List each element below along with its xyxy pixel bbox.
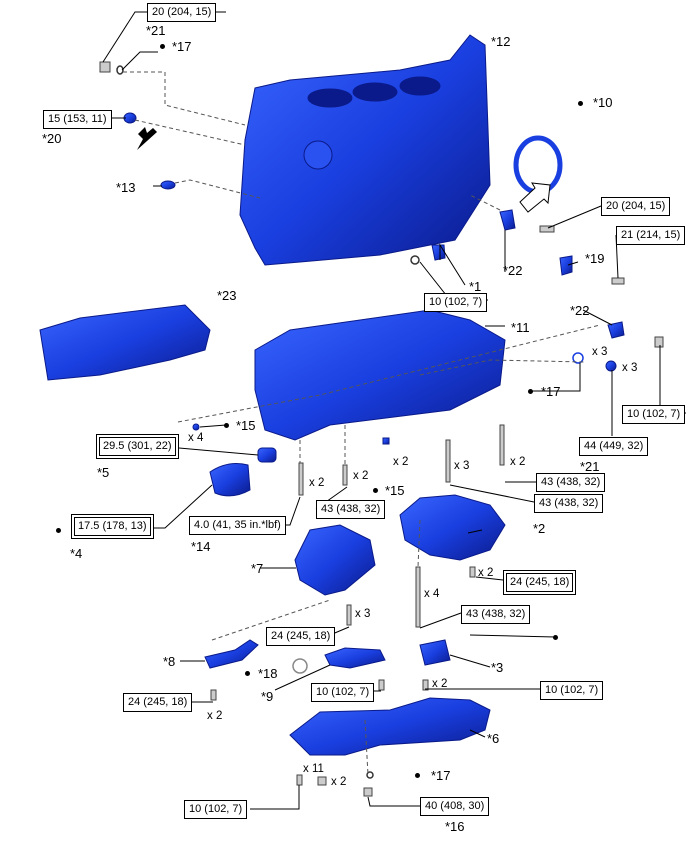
non-reusable-dot-icon — [56, 528, 61, 533]
quantity: x 2 — [393, 456, 409, 468]
callout: *9 — [261, 689, 274, 704]
crankcase — [254, 309, 506, 441]
oil-pan — [289, 697, 491, 756]
quantity: x 2 — [331, 776, 347, 788]
quantity: x 4 — [424, 588, 440, 600]
callout: *17 — [172, 39, 192, 54]
quantity: x 3 — [592, 346, 608, 358]
non-reusable-dot-icon — [553, 635, 558, 640]
callout: *22 — [503, 263, 523, 278]
torque-spec: 21 (214, 15) — [616, 226, 686, 245]
torque-spec-important: 29.5 (301, 22) — [96, 434, 179, 459]
callout: *15 — [236, 418, 256, 433]
quantity: x 4 — [188, 432, 204, 444]
torque-spec-text: 17.5 (178, 13) — [74, 517, 151, 536]
torque-spec: 10 (102, 7) — [311, 683, 375, 702]
callout: *3 — [491, 660, 504, 675]
callout: *23 — [217, 288, 237, 303]
torque-spec: 20 (204, 15) — [147, 3, 217, 22]
callout: *19 — [585, 251, 605, 266]
torque-spec: 10 (102, 7) — [424, 293, 488, 312]
quantity: x 2 — [309, 477, 325, 489]
quantity: x 3 — [454, 460, 470, 472]
callout: *8 — [163, 654, 176, 669]
torque-spec: 10 (102, 7) — [622, 405, 686, 424]
torque-spec: 24 (245, 18) — [266, 627, 336, 646]
torque-spec: 43 (438, 32) — [461, 605, 531, 624]
torque-spec: 43 (438, 32) — [536, 473, 606, 492]
torque-spec: 24 (245, 18) — [123, 693, 193, 712]
callout: *18 — [258, 666, 278, 681]
quantity: x 2 — [353, 470, 369, 482]
callout: *14 — [191, 539, 211, 554]
non-reusable-dot-icon — [373, 488, 378, 493]
oil-strainer — [204, 639, 259, 669]
callout: *17 — [431, 768, 451, 783]
callout: *5 — [97, 465, 110, 480]
quantity: x 2 — [510, 456, 526, 468]
quantity: x 2 — [478, 567, 494, 579]
quantity: x 11 — [303, 763, 324, 775]
outline-arrow-icon — [519, 182, 551, 213]
baffle-9 — [324, 647, 386, 669]
oil-pump — [399, 494, 506, 561]
torque-spec: 15 (153, 11) — [43, 110, 112, 129]
callout: *13 — [116, 180, 136, 195]
torque-spec: 43 (438, 32) — [316, 500, 386, 519]
baffle-plate — [39, 304, 211, 381]
non-reusable-dot-icon — [245, 671, 250, 676]
quantity: x 2 — [207, 710, 223, 722]
callout: *15 — [385, 483, 405, 498]
torque-spec-text: 24 (245, 18) — [506, 573, 574, 592]
torque-spec: 10 (102, 7) — [184, 800, 248, 819]
callout: *21 — [146, 23, 166, 38]
non-reusable-dot-icon — [415, 773, 420, 778]
quantity: x 2 — [432, 678, 448, 690]
callout: *6 — [487, 731, 500, 746]
oil-filter — [209, 463, 251, 497]
callout: *21 — [580, 459, 600, 474]
cylinder-block — [239, 34, 491, 266]
callout: *17 — [541, 384, 561, 399]
torque-spec-important: 24 (245, 18) — [503, 570, 577, 595]
callout: *16 — [445, 819, 465, 834]
torque-spec: 20 (204, 15) — [601, 197, 671, 216]
callout: *12 — [491, 34, 511, 49]
callout: *1 — [469, 279, 482, 294]
callout: *10 — [593, 95, 613, 110]
callout: *4 — [70, 546, 83, 561]
arrow-icon — [137, 127, 157, 150]
non-reusable-dot-icon — [160, 44, 165, 49]
torque-spec-text: 29.5 (301, 22) — [99, 437, 176, 456]
torque-spec: 4.0 (41, 35 in.*lbf) — [189, 516, 286, 535]
water-pump — [294, 524, 376, 596]
non-reusable-dot-icon — [528, 389, 533, 394]
callout: *22 — [570, 303, 590, 318]
callout: *2 — [533, 521, 546, 536]
non-reusable-dot-icon — [224, 423, 229, 428]
torque-spec-important: 17.5 (178, 13) — [71, 514, 154, 539]
quantity: x 3 — [622, 362, 638, 374]
callout: *11 — [511, 320, 530, 335]
torque-spec: 40 (408, 30) — [420, 797, 490, 816]
torque-spec: 43 (438, 32) — [534, 494, 604, 513]
quantity: x 3 — [355, 608, 371, 620]
torque-spec: 44 (449, 32) — [579, 437, 649, 456]
callout: *20 — [42, 131, 62, 146]
torque-spec: 10 (102, 7) — [540, 681, 604, 700]
non-reusable-dot-icon — [578, 101, 583, 106]
callout: *7 — [251, 561, 264, 576]
